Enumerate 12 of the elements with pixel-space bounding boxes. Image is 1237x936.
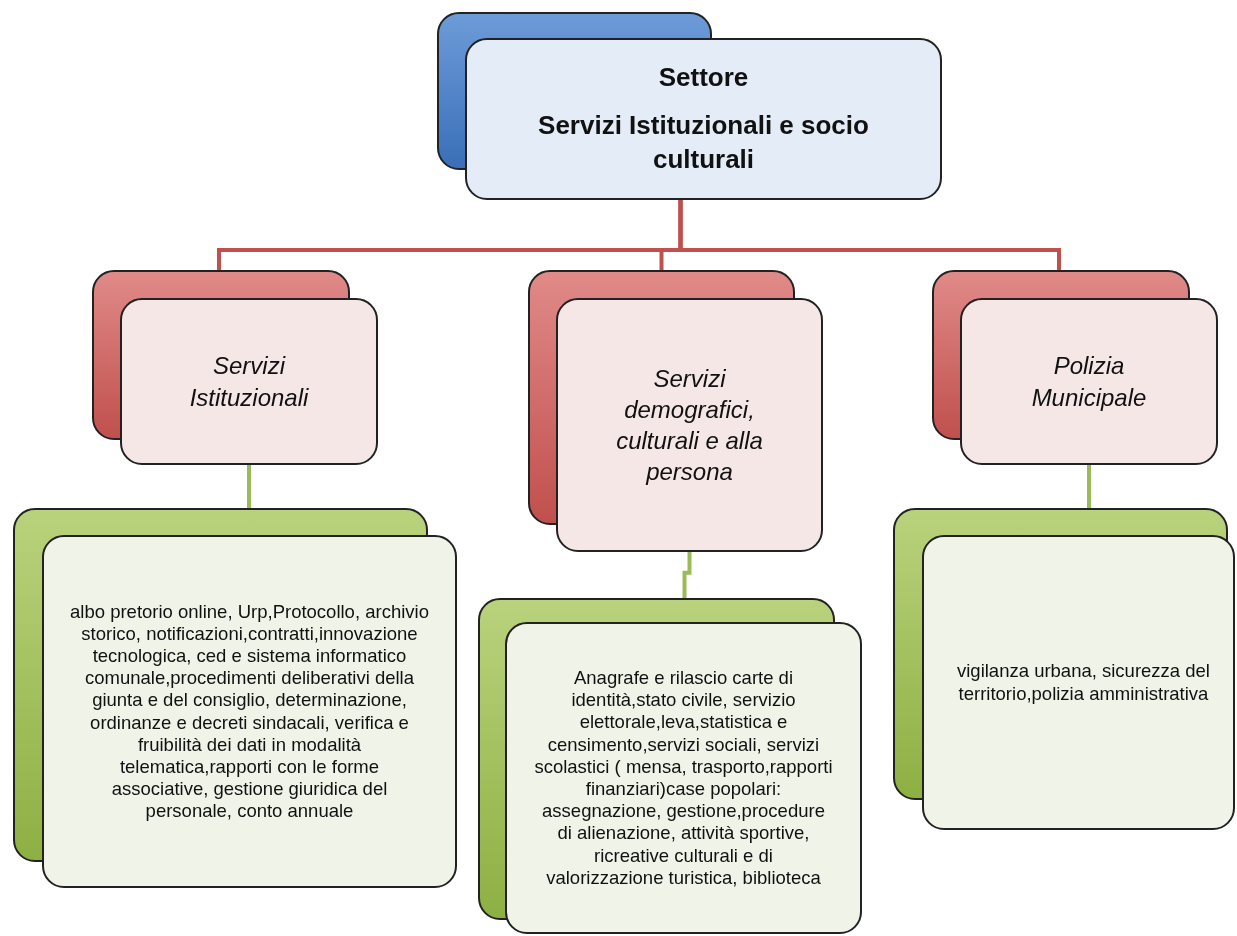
heading-label: Settore [657,61,750,95]
heading-title: Servizi Istituzionali e socio culturali [537,109,870,176]
duties-text: vigilanza urbana, sicurezza del territorio,polizia amministrativa [956,660,1211,705]
connector-line [1087,465,1091,508]
unit-title: Servizi Istituzionali [188,351,310,413]
connector-line [682,552,692,598]
duties-text: albo pretorio online, Urp,Protocollo, archivio storico, notificazioni,contratti,innovazione tecnologica, ced e sistema informatico comunale,procedimenti deliberativi della giunta e del consiglio, determinazione, ordinanze e decreti sindacali, verifica e fruibilità dei dati in modalità telematica,rapporti con le forme associative, gestione giuridica del personale, conto annuale [69,600,430,823]
connector-line [247,465,251,508]
unit-title: Polizia Municipale [1030,351,1148,413]
unit-title: Servizi demografici, culturali e alla persona [615,363,764,488]
duties-text: Anagrafe e rilascio carte di identità,stato civile, servizio elettorale,leva,statistica e censimento,servizi sociali, servizi scolastici ( mensa, trasporto,rapporti finanziari)case popolari: assegnazione, gestione,procedure di alienazione, attività sportive, ricreative culturali e di valorizzazione turistica, biblioteca [533,667,834,889]
connector-line [678,200,1061,270]
